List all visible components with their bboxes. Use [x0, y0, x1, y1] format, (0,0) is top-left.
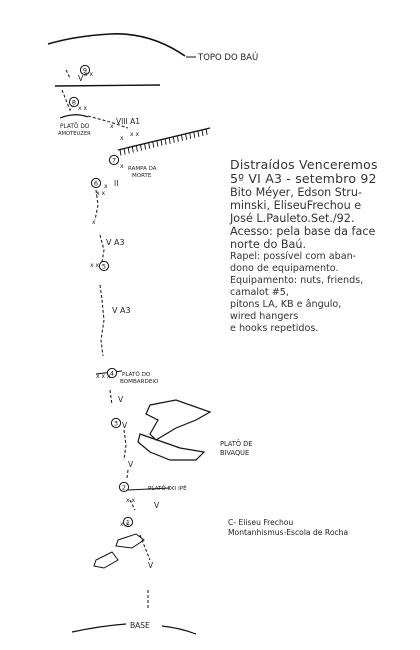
grade-v-near-2: V: [128, 460, 134, 469]
lower-rock-blob-2: [93, 551, 119, 569]
svg-text:x x: x x: [130, 131, 139, 138]
grade-ii: II: [114, 179, 118, 188]
svg-text:x x: x x: [84, 71, 93, 78]
bivaque-lower-shape: [137, 433, 206, 461]
route-equip-4: wired hangers: [230, 311, 299, 322]
svg-text:x x x: x x x: [96, 373, 111, 380]
bombardeio-label-1: PLATÔ DO: [122, 371, 151, 378]
credit-author: C- Eliseu Frechou: [228, 518, 294, 527]
base-label: BASE: [130, 621, 150, 630]
route-grade-date: 5º VI A3 - setembro 92: [230, 171, 377, 186]
base-line: [71, 623, 127, 633]
pitch-number: 6: [94, 179, 98, 187]
belay-circle: [68, 96, 80, 108]
amoteuzer-label-1: PLATÔ DO: [60, 123, 90, 130]
bolt-marks: x x x x x x x x x x x x x x x x x x x x …: [78, 71, 139, 528]
grade-viii-a1: VIII A1: [116, 117, 140, 126]
pitch-number: 2: [122, 483, 126, 491]
pitch-number: 1: [126, 518, 130, 526]
svg-text:x x: x x: [78, 105, 87, 112]
credit-school: Montanhismus-Escola de Rocha: [228, 528, 349, 537]
base-line-right: [161, 625, 197, 635]
route-authors-3: José L.Pauleto.Set./92.: [230, 212, 355, 225]
pitch-number: 9: [83, 66, 87, 74]
route-authors-1: Bito Méyer, Edson Stru-: [230, 186, 363, 199]
roof-hatching: [119, 128, 208, 156]
svg-text:x: x: [92, 219, 96, 226]
upper-ledge: [54, 84, 161, 87]
bivaque-ledge-shape: [145, 399, 212, 441]
grade-v-a3-lower: V A3: [112, 306, 131, 315]
pitch-number: 7: [112, 156, 116, 164]
pitch-number: 8: [72, 98, 76, 106]
amoteuzer-ledge: [59, 114, 89, 119]
route-line: [61, 69, 151, 610]
grade-v-top: V: [78, 74, 84, 83]
belay-circle: [106, 367, 118, 379]
belay-circle: [108, 154, 120, 166]
svg-text:x x: x x: [96, 190, 105, 197]
lower-rock-blob-1: [115, 533, 145, 549]
svg-text:x x: x x: [126, 497, 135, 504]
grade-v-a3-upper: V A3: [106, 238, 125, 247]
route-equip-2: camalot #5,: [230, 287, 289, 298]
svg-text:x: x: [104, 183, 108, 190]
belay-circle: [90, 177, 102, 189]
belay-circle: [79, 64, 91, 76]
pitch-number: 4: [110, 369, 114, 377]
roof-overhang: [117, 127, 211, 151]
belay-circle: [98, 260, 110, 272]
pitch-number: 3: [114, 419, 118, 427]
route-equip-5: e hooks repetidos.: [230, 323, 319, 334]
grade-v-bottom: V: [148, 561, 154, 570]
summit-label: TOPO DO BAÚ: [197, 51, 258, 63]
grade-v-near-3: V: [122, 421, 128, 430]
svg-text:x: x: [120, 135, 124, 142]
svg-text:x: x: [120, 163, 124, 170]
belay-circle: [122, 516, 134, 528]
svg-text:x: x: [110, 123, 114, 130]
svg-text:x x: x x: [90, 262, 99, 269]
route-equip-1: Equipamento: nuts, friends,: [230, 275, 364, 286]
amoteuzer-label-2: AMOTEUZER: [58, 131, 91, 137]
grade-v-below-4: V: [118, 395, 124, 404]
ipe-label: PLATÔ DO IPÊ: [148, 484, 187, 492]
topo-credit: C- Eliseu Frechou Montanhismus-Escola de…: [228, 518, 348, 538]
bivaque-label-2: BIVAQUE: [220, 449, 249, 457]
route-access-2: norte do Baú.: [230, 238, 307, 251]
rampa-label-1: RAMPA DA: [128, 166, 157, 172]
bivaque-label-1: PLATÔ DE: [220, 439, 252, 448]
summit-ridge-line: [47, 33, 186, 57]
pitch-number: 5: [102, 262, 106, 270]
route-access-1: Acesso: pela base da face: [230, 225, 376, 238]
pitch-markers: 9 8 7 6 5 4 3 2 1: [68, 64, 134, 528]
grade-v-near-1: V: [154, 501, 160, 510]
rampa-label-2: MORTE: [132, 173, 152, 179]
bombardeio-label-2: BOMBARDEIO: [120, 379, 159, 385]
route-info-block: Distraídos Venceremos 5º VI A3 - setembr…: [230, 158, 410, 335]
route-rappel-1: Rapel: possível com aban-: [230, 251, 357, 262]
ipe-ledge: [127, 487, 171, 491]
belay-circle: [110, 417, 122, 429]
route-rappel-2: dono de equipamento.: [230, 263, 339, 274]
route-equip-3: pitons LA, KB e ângulo,: [230, 299, 342, 310]
belay-circle: [118, 481, 130, 493]
route-authors-2: minski, EliseuFrechou e: [230, 199, 362, 212]
svg-text:x x: x x: [120, 521, 129, 528]
route-name: Distraídos Venceremos: [230, 157, 378, 172]
